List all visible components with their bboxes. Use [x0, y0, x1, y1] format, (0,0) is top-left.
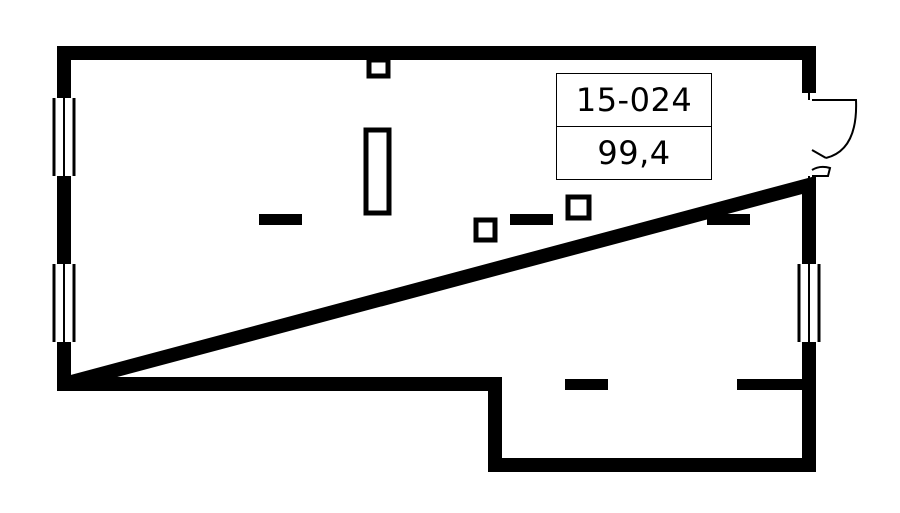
column-square-2 [565, 194, 592, 221]
column-top [366, 57, 391, 79]
unit-number: 15-024 [557, 74, 711, 127]
interior-mark-4 [565, 379, 608, 390]
interior-mark-3 [707, 214, 750, 225]
window-east [797, 264, 821, 342]
interior-mark-1 [259, 214, 302, 225]
column-tall [363, 127, 392, 216]
interior-mark-2 [510, 214, 553, 225]
unit-label: 15-024 99,4 [556, 73, 712, 180]
top-wall-pier-2 [568, 46, 606, 60]
unit-area: 99,4 [597, 133, 671, 172]
interior-mark-5 [737, 379, 809, 390]
door-east [808, 93, 858, 185]
top-wall-pier-1 [318, 46, 356, 60]
window-west-lower [52, 264, 76, 342]
window-west-upper [52, 98, 76, 176]
column-square-1 [473, 217, 498, 243]
exterior-wall [62, 46, 816, 472]
top-wall-pier-3 [739, 46, 777, 60]
